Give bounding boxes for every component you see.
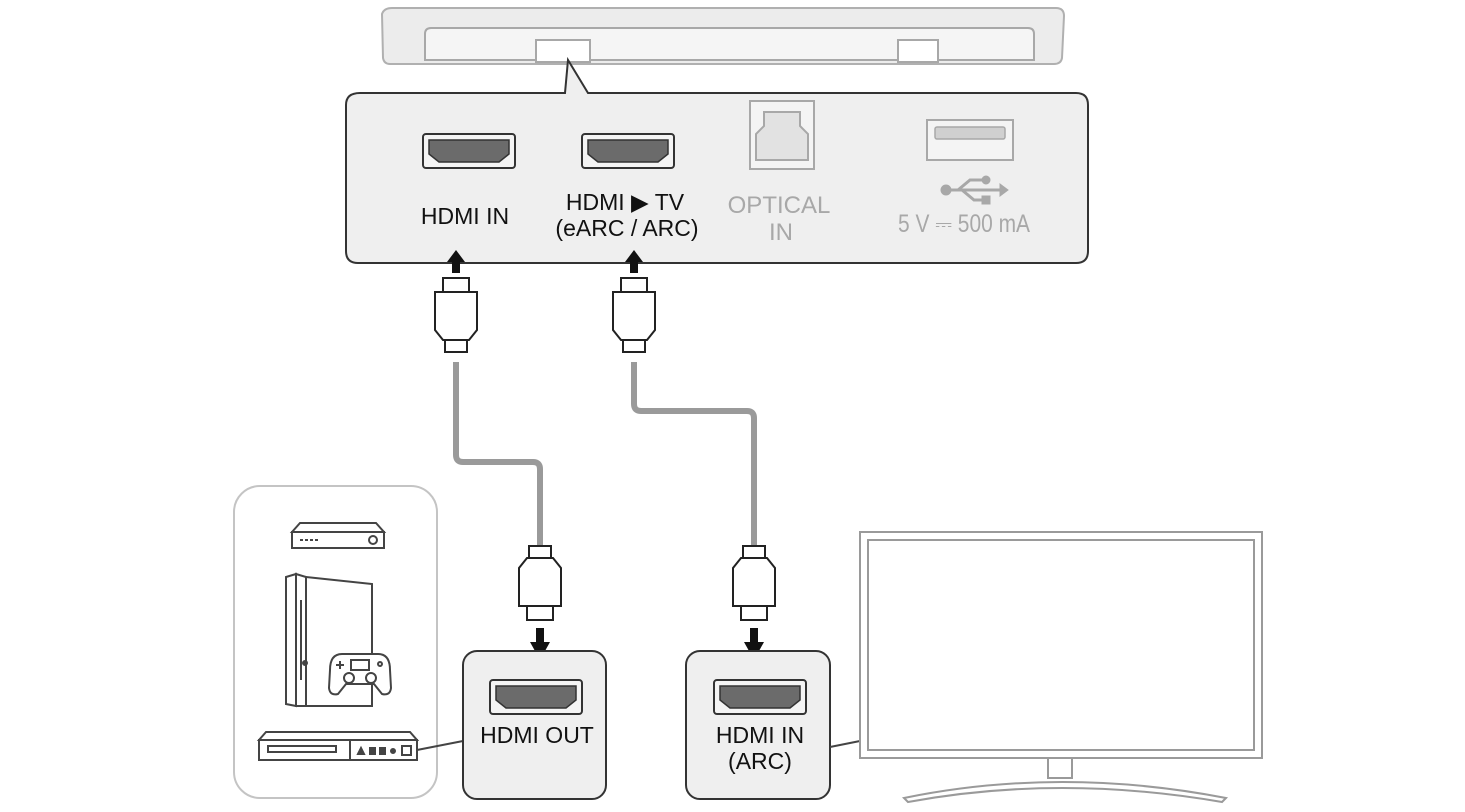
usb-rating-label: 5 V ⎓ 500 mA <box>898 210 1030 238</box>
tv-icon <box>859 531 1263 804</box>
set-top-box-icon <box>289 522 387 549</box>
hdmi-out-port-icon <box>489 679 583 715</box>
arrow-up-icon <box>447 250 465 273</box>
usb-port-icon <box>926 119 1014 161</box>
hdmi-tv-port-icon <box>581 133 675 169</box>
soundbar-icon <box>380 7 1066 65</box>
tv-hdmi-in-label: HDMI IN <box>716 722 804 748</box>
cable-soundbar-to-tv <box>631 362 757 548</box>
hdmi-in-port-icon <box>422 133 516 169</box>
hdmi-tv-label-sub: (eARC / ARC) <box>555 215 698 241</box>
cable-source-to-soundbar <box>453 362 543 548</box>
optical-label-sub: IN <box>769 219 793 246</box>
optical-port-icon <box>749 100 815 170</box>
blu-ray-player-icon <box>256 731 420 761</box>
rear-panel-callout <box>345 56 1089 264</box>
callout-connector <box>416 740 464 751</box>
hdmi-in-label: HDMI IN <box>421 203 509 229</box>
arrow-up-icon <box>625 250 643 273</box>
hdmi-plug-icon <box>732 545 776 621</box>
hdmi-plug-icon <box>518 545 562 621</box>
hdmi-out-label: HDMI OUT <box>480 722 594 748</box>
optical-label: OPTICAL <box>728 192 831 219</box>
hdmi-plug-icon <box>612 277 656 353</box>
hdmi-plug-icon <box>434 277 478 353</box>
gamepad-icon <box>327 653 393 696</box>
tv-hdmi-in-label-sub: (ARC) <box>728 748 792 774</box>
hdmi-tv-label: HDMI ▶ TV <box>566 189 685 215</box>
tv-hdmi-in-port-icon <box>713 679 807 715</box>
usb-symbol-icon <box>940 175 1009 205</box>
callout-connector <box>829 740 861 748</box>
